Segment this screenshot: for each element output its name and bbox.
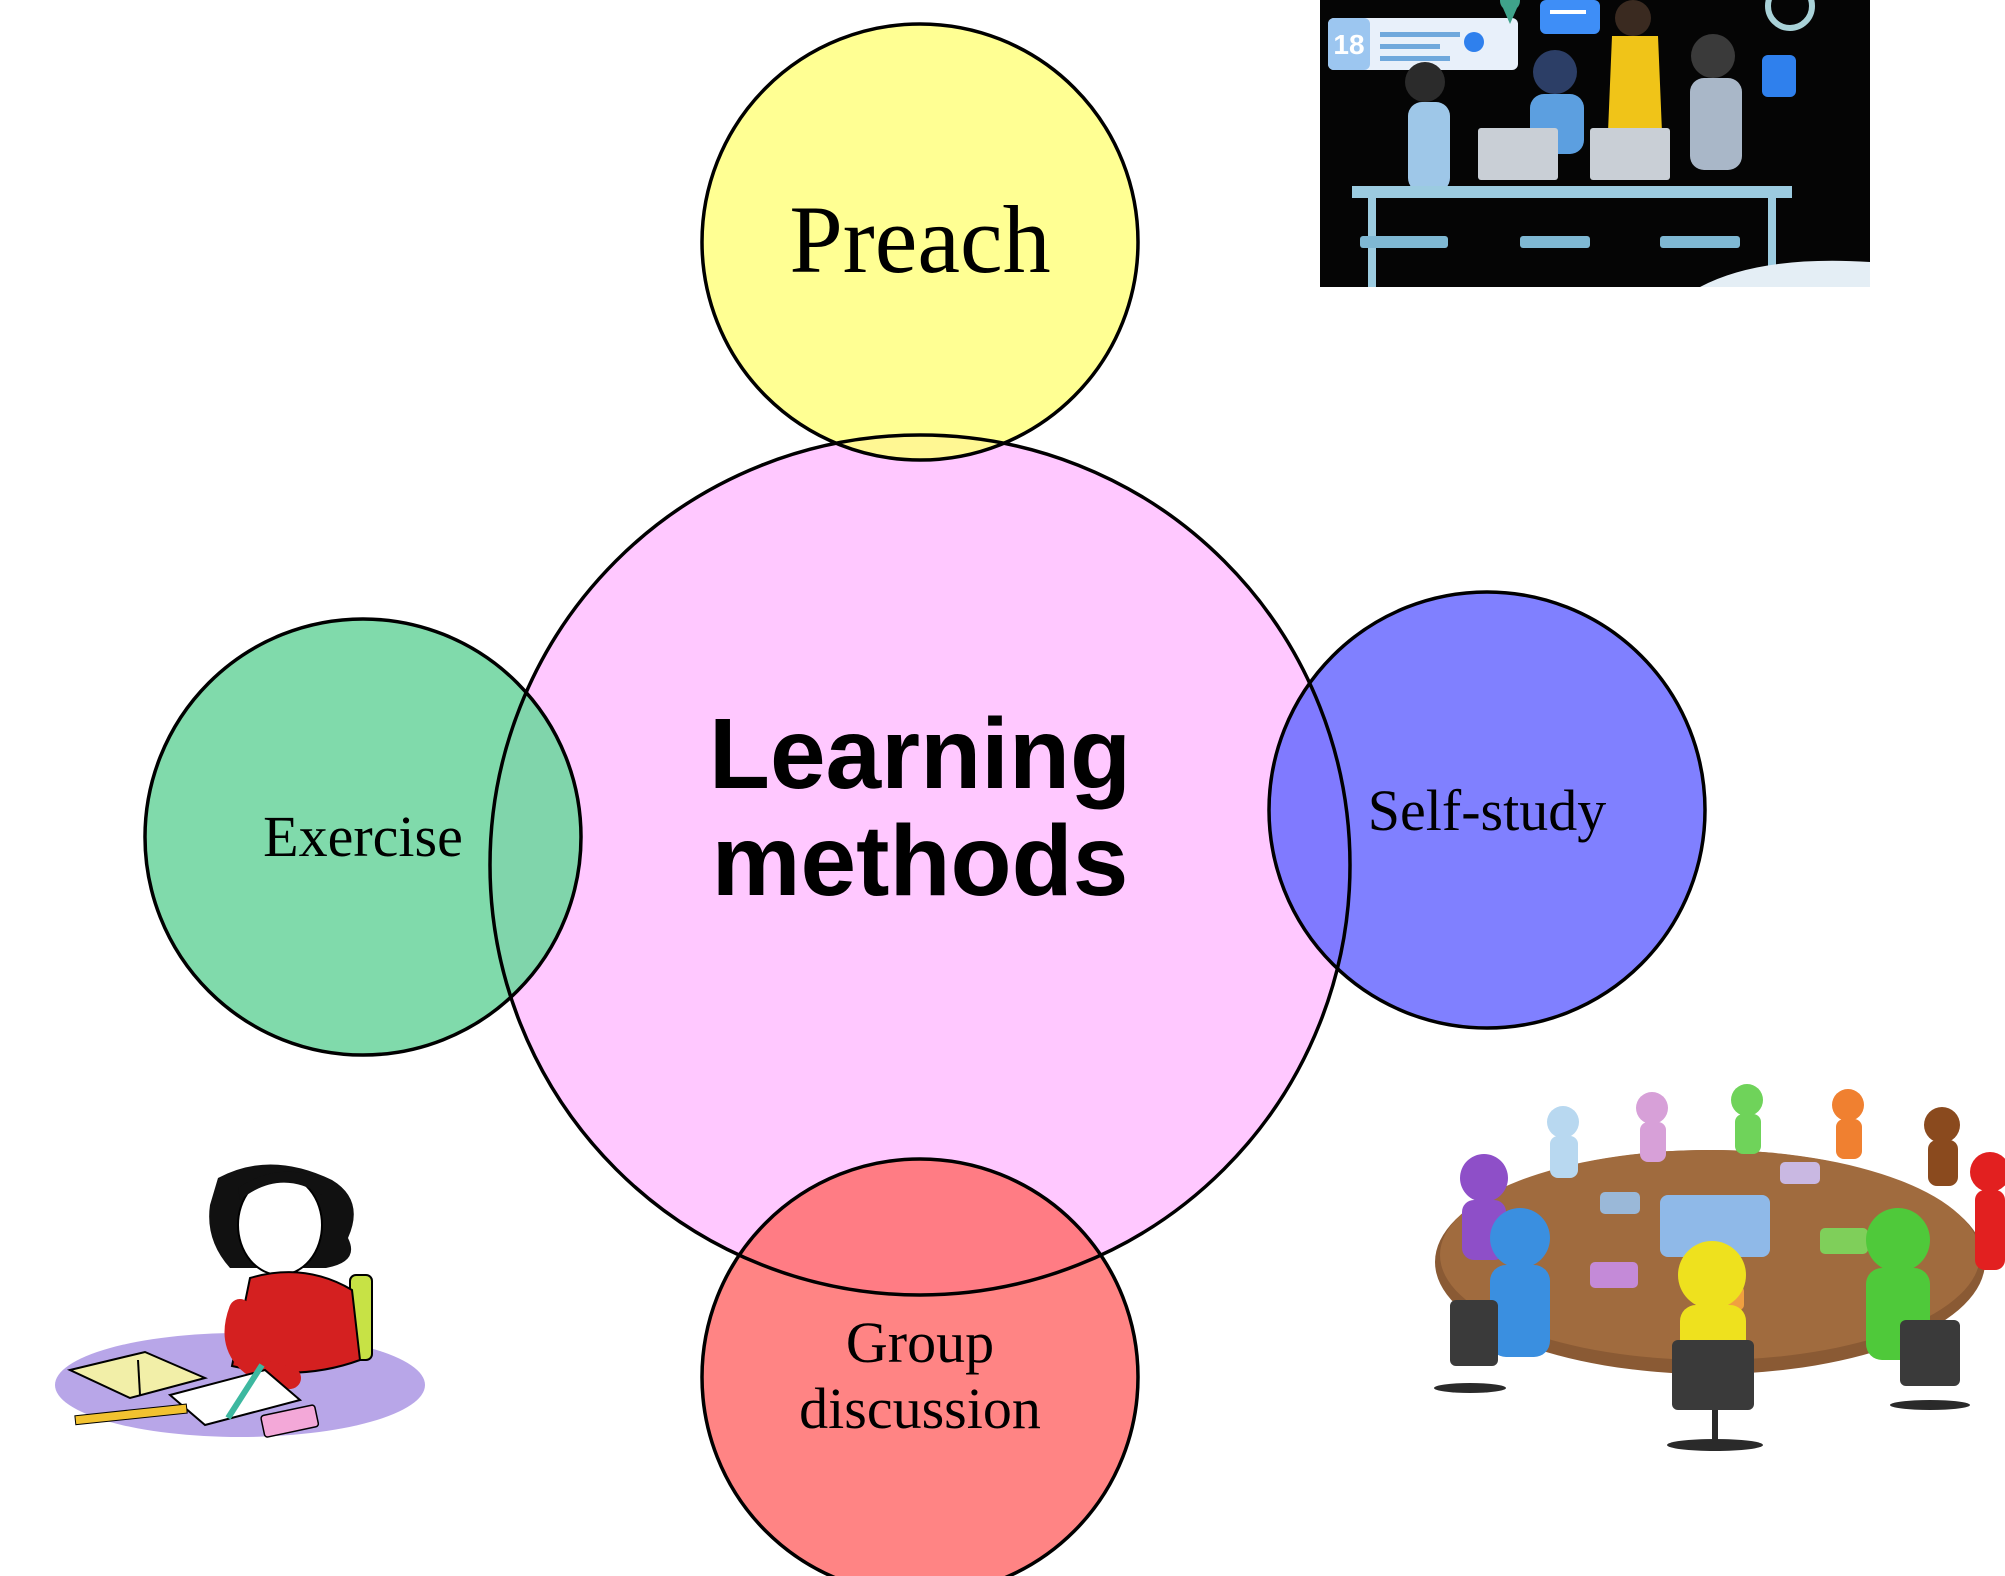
preach-label: Preach: [789, 186, 1050, 293]
self-study-circle: [1269, 592, 1705, 1028]
group-discussion-label-line2: discussion: [799, 1376, 1041, 1441]
center-title-line1: Learning: [709, 698, 1131, 810]
team-meeting-illustration: 18: [1320, 0, 1870, 287]
exercise-circle: [145, 619, 581, 1055]
self-study-label: Self-study: [1368, 778, 1606, 843]
circle-outlines: [143, 22, 1707, 1576]
group-discussion-label-line1: Group: [846, 1310, 994, 1375]
preach-circle: [702, 24, 1138, 460]
group-discussion-circle: [702, 1159, 1138, 1576]
calendar-number: 18: [1333, 29, 1364, 60]
center-circle: [490, 435, 1350, 1295]
puzzle-roundtable-illustration: [1434, 1084, 2005, 1451]
center-title-line2: methods: [712, 805, 1129, 917]
exercise-label: Exercise: [263, 804, 463, 869]
student-writing-illustration: [55, 1164, 425, 1438]
